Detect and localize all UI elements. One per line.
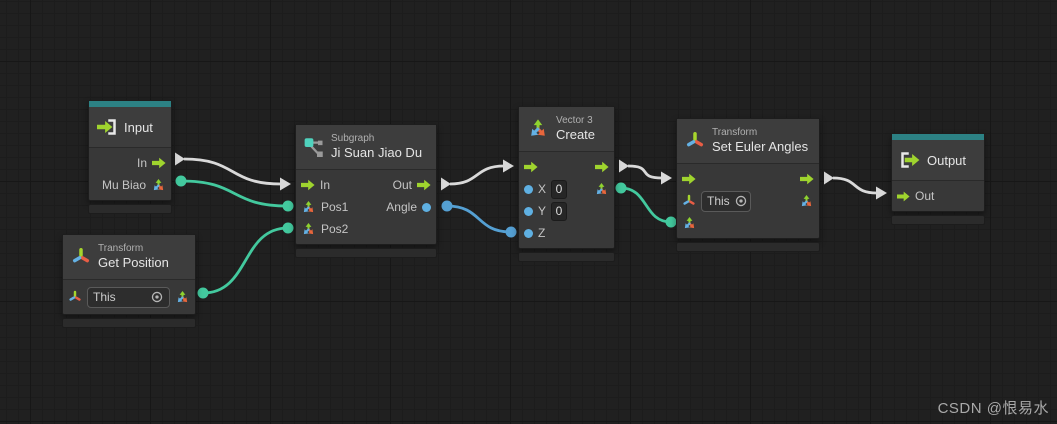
- port-row-pos1-angle[interactable]: Pos1 Angle: [296, 196, 436, 218]
- port-label-in: In: [320, 178, 331, 192]
- vector3-out-port-icon[interactable]: [799, 194, 814, 209]
- input-icon: [97, 117, 117, 137]
- node-set-euler-angles[interactable]: Transform Set Euler Angles This: [676, 118, 820, 252]
- flow-in-port-icon[interactable]: [301, 178, 315, 192]
- float-in-port-icon[interactable]: [524, 228, 533, 238]
- node-subgraph-jisuanjiaodu[interactable]: Subgraph Ji Suan Jiao Du In Out Pos1 Ang…: [295, 124, 437, 258]
- port-row-this[interactable]: This: [63, 284, 195, 310]
- port-row-this[interactable]: This: [677, 190, 819, 212]
- wire-input-in-to-subgraph-in[interactable]: [175, 152, 291, 191]
- vector3-out-port-icon[interactable]: [151, 178, 166, 193]
- flow-out-port-icon[interactable]: [152, 156, 166, 170]
- node-title: Input: [124, 119, 153, 135]
- transform-port-icon[interactable]: [682, 194, 696, 208]
- port-label-y: Y: [538, 204, 547, 218]
- node-category: Vector 3: [556, 114, 593, 126]
- node-category: Subgraph: [331, 132, 375, 144]
- flow-out-port-icon[interactable]: [595, 160, 609, 174]
- port-label-angle: Angle: [386, 200, 417, 214]
- transform-icon: [71, 247, 91, 267]
- this-object-field[interactable]: This: [87, 286, 170, 308]
- object-picker-icon[interactable]: [734, 194, 748, 208]
- wire-create-vector-to-seteuler-angles[interactable]: [615, 182, 677, 228]
- flow-out-port-icon[interactable]: [417, 178, 431, 192]
- vector3-out-port-icon[interactable]: [175, 290, 190, 305]
- float-in-port-icon[interactable]: [524, 184, 533, 194]
- port-row-x[interactable]: X 0: [519, 178, 614, 200]
- flow-in-port-icon[interactable]: [524, 160, 538, 174]
- node-title: Create: [556, 127, 596, 143]
- node-output[interactable]: Output Out: [891, 133, 985, 225]
- flow-in-port-icon[interactable]: [897, 190, 910, 203]
- port-label-in: In: [136, 156, 147, 170]
- port-label-pos2: Pos2: [321, 222, 349, 236]
- vector3-icon: [527, 118, 549, 140]
- port-row-in[interactable]: In: [89, 152, 171, 174]
- node-title: Get Position: [98, 255, 169, 271]
- vector3-out-port-icon[interactable]: [594, 182, 609, 197]
- port-label-mubiao: Mu Biao: [101, 178, 146, 192]
- this-object-field[interactable]: This: [701, 190, 751, 212]
- wire-create-out-to-seteuler-in[interactable]: [619, 159, 672, 185]
- transform-icon: [685, 131, 705, 151]
- node-vector3-create[interactable]: Vector 3 Create X 0: [518, 106, 615, 262]
- port-row-in-out[interactable]: In Out: [296, 174, 436, 196]
- node-footer: [295, 248, 437, 258]
- port-row-mubiao[interactable]: Mu Biao: [89, 174, 171, 196]
- this-field-value: This: [707, 194, 730, 208]
- node-title: Set Euler Angles: [712, 139, 809, 155]
- port-label-out: Out: [392, 178, 412, 192]
- port-row-y[interactable]: Y 0: [519, 200, 614, 222]
- event-title-bar: [892, 134, 984, 140]
- port-row-z[interactable]: Z: [519, 222, 614, 244]
- port-row-flow[interactable]: [519, 156, 614, 178]
- x-value-field[interactable]: 0: [551, 179, 568, 199]
- wire-subgraph-angle-to-create-z[interactable]: [441, 200, 517, 238]
- wire-subgraph-out-to-create-in[interactable]: [441, 159, 514, 191]
- csdn-watermark: CSDN @恨易水: [937, 400, 1049, 417]
- port-row-eulerangles[interactable]: [677, 212, 819, 234]
- node-category: Transform: [712, 126, 758, 138]
- port-row-pos2[interactable]: Pos2: [296, 218, 436, 240]
- this-field-value: This: [93, 290, 116, 304]
- subgraph-icon: [304, 137, 324, 157]
- output-icon: [900, 150, 920, 170]
- flow-in-port-icon[interactable]: [682, 172, 696, 186]
- node-footer: [62, 318, 196, 328]
- float-in-port-icon[interactable]: [524, 206, 533, 216]
- vector3-in-port-icon[interactable]: [301, 222, 316, 237]
- node-footer: [88, 204, 172, 214]
- wire-getposition-value-to-subgraph-pos2[interactable]: [197, 222, 294, 299]
- node-category: Transform: [98, 242, 144, 254]
- port-label-z: Z: [538, 226, 546, 240]
- y-value-field[interactable]: 0: [551, 201, 568, 221]
- vector3-in-port-icon[interactable]: [301, 200, 316, 215]
- flow-out-port-icon[interactable]: [800, 172, 814, 186]
- wire-input-mubiao-to-subgraph-pos1[interactable]: [175, 175, 294, 212]
- node-title: Ji Suan Jiao Du: [331, 145, 423, 161]
- node-footer: [518, 252, 615, 262]
- float-out-port-icon[interactable]: [422, 202, 431, 212]
- node-input[interactable]: Input In Mu Biao: [88, 100, 172, 214]
- object-picker-icon[interactable]: [150, 290, 164, 304]
- port-row-out[interactable]: Out: [892, 185, 984, 207]
- port-label-x: X: [538, 182, 547, 196]
- port-row-flow[interactable]: [677, 168, 819, 190]
- port-label-pos1: Pos1: [321, 200, 349, 214]
- node-footer: [676, 242, 820, 252]
- node-get-position[interactable]: Transform Get Position This: [62, 234, 196, 328]
- node-title: Output: [927, 152, 967, 168]
- event-title-bar: [89, 101, 171, 107]
- transform-port-icon[interactable]: [68, 290, 82, 304]
- wire-seteuler-out-to-output-out[interactable]: [824, 171, 887, 200]
- vector3-in-port-icon[interactable]: [682, 216, 697, 231]
- node-footer: [891, 215, 985, 225]
- port-label-out: Out: [915, 189, 935, 203]
